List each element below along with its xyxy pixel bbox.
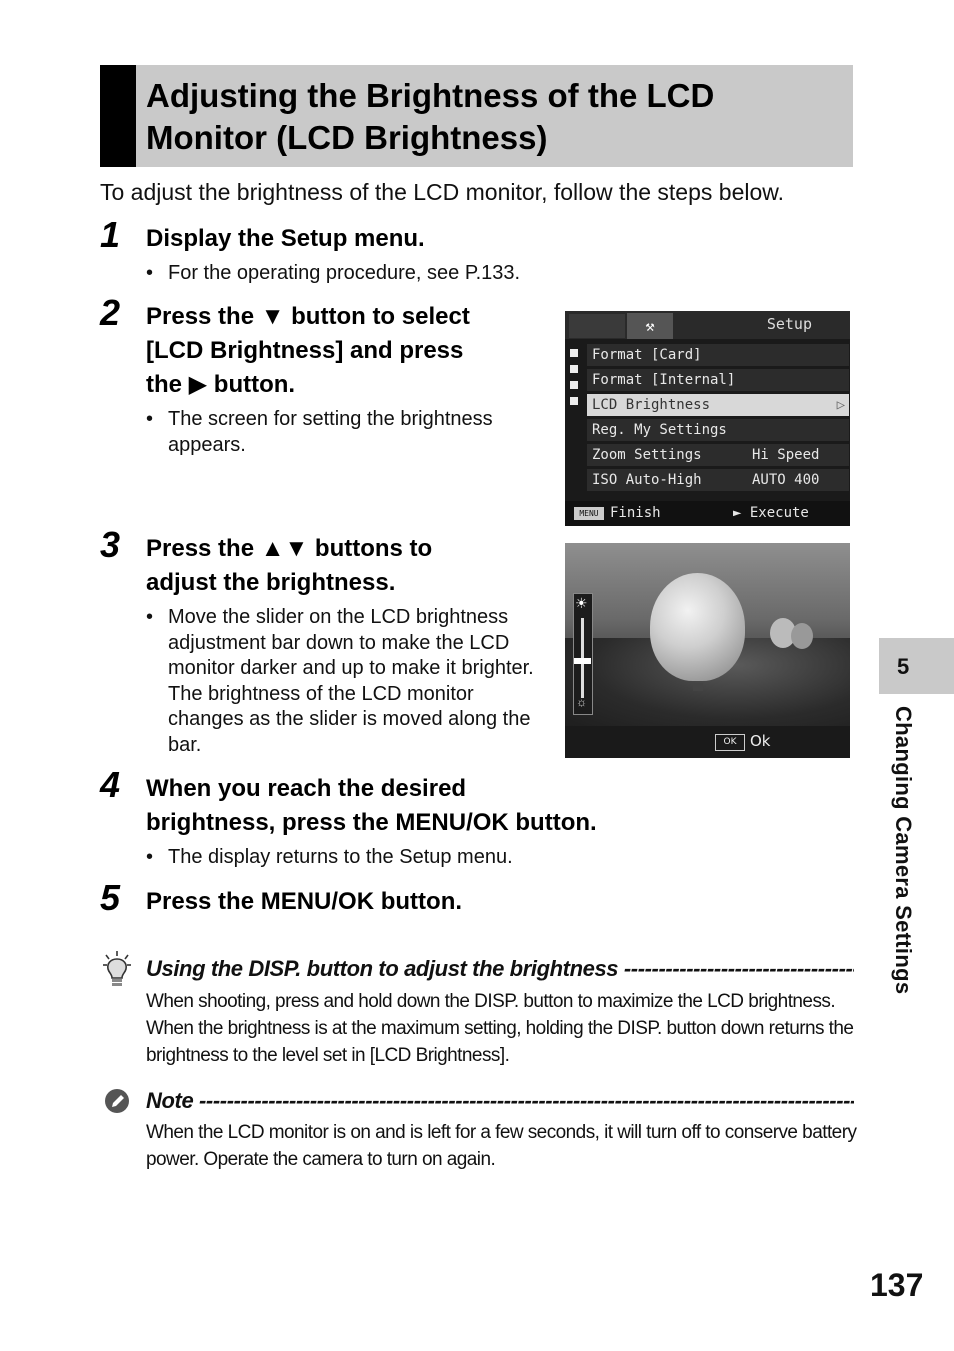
step-5-heading: Press the MENU/OK button. (146, 888, 463, 915)
step-4-bullet: The display returns to the Setup menu. (146, 845, 728, 871)
camera-brightness-screenshot: ☀ ☼ OK Ok (565, 543, 850, 758)
dim-sun-icon: ☼ (576, 695, 587, 709)
title-line-2: Monitor (LCD Brightness) (146, 119, 548, 156)
title-line-1: Adjusting the Brightness of the LCD (146, 77, 715, 114)
chapter-number: 5 (897, 654, 910, 679)
menu-badge: MENU (574, 507, 604, 520)
step-1-number: 1 (100, 214, 121, 255)
tip-title: Using the DISP. button to adjust the bri… (146, 956, 854, 981)
brightness-slider-knob (574, 658, 591, 664)
step-3-heading: Press the ▲▼ buttons to adjust the brigh… (146, 532, 556, 600)
step-1-heading: Display the Setup menu. (146, 225, 425, 252)
step-2-heading: Press the ▼ button to select [LCD Bright… (146, 300, 556, 402)
step-4-heading-line-1: When you reach the desired (146, 775, 467, 802)
step-3-number: 3 (100, 524, 121, 565)
camera-setup-menu-screenshot: ⚒ Setup Format [Card] Format [Internal] … (565, 311, 850, 526)
small-balloon-image (791, 623, 813, 649)
page-number: 137 (870, 1267, 924, 1303)
chapter-tab: 5 (879, 638, 954, 694)
note-pencil-icon (105, 1089, 129, 1113)
camera-menu-row: Reg. My Settings (587, 419, 849, 441)
page-indicator (568, 343, 582, 503)
hot-air-balloon-image (650, 573, 745, 681)
note-title: Note -----------------------------------… (146, 1088, 854, 1113)
step-2-heading-line-1: Press the ▼ button to select (146, 303, 470, 330)
ok-badge: OK (715, 734, 745, 751)
step-4-number: 4 (100, 764, 121, 805)
execute-label: ► Execute (733, 505, 809, 521)
step-5-number: 5 (100, 877, 121, 918)
setup-tab-label: Setup (766, 315, 812, 333)
balloon-basket (693, 683, 703, 691)
step-1-bullet: For the operating procedure, see P.133. (146, 261, 728, 287)
camera-tab-icon (569, 314, 625, 338)
step-2-bullet: The screen for setting the brightness ap… (146, 407, 538, 458)
note-body: When the LCD monitor is on and is left f… (146, 1122, 857, 1170)
tip-body: When shooting, press and hold down the D… (146, 991, 854, 1066)
step-3-heading-line-1: Press the ▲▼ buttons to (146, 535, 433, 562)
page-title: Adjusting the Brightness of the LCD Moni… (146, 75, 846, 159)
camera-ok-bar: OK Ok (565, 726, 850, 758)
setup-tab-icon: ⚒ (627, 313, 673, 339)
chevron-right-icon: ▷ (836, 397, 845, 413)
camera-menu-row: Format [Card] (587, 344, 849, 366)
title-accent-bar (100, 65, 136, 167)
step-3-bullet: Move the slider on the LCD brightness ad… (146, 605, 546, 758)
step-2-heading-line-2: [LCD Brightness] and press (146, 337, 464, 364)
camera-menu-row: Format [Internal] (587, 369, 849, 391)
finish-label: Finish (610, 505, 661, 521)
section-title-box: Adjusting the Brightness of the LCD Moni… (100, 65, 853, 167)
step-2-heading-line-3: the ▶ button. (146, 371, 296, 398)
step-2-number: 2 (100, 292, 121, 333)
camera-menu-row-selected: LCD Brightness▷ (587, 394, 849, 416)
chapter-label: Changing Camera Settings (891, 706, 916, 995)
step-4-heading: When you reach the desired brightness, p… (146, 772, 746, 840)
bright-sun-icon: ☀ (575, 595, 588, 611)
ok-label: Ok (750, 732, 771, 750)
camera-menu-topbar: ⚒ Setup (565, 311, 850, 339)
lightbulb-icon (103, 951, 131, 986)
step-4-heading-line-2: brightness, press the MENU/OK button. (146, 809, 597, 836)
camera-menu-footer: MENU Finish ► Execute (565, 501, 850, 526)
step-3-heading-line-2: adjust the brightness. (146, 569, 396, 596)
intro-text: To adjust the brightness of the LCD moni… (100, 179, 784, 205)
